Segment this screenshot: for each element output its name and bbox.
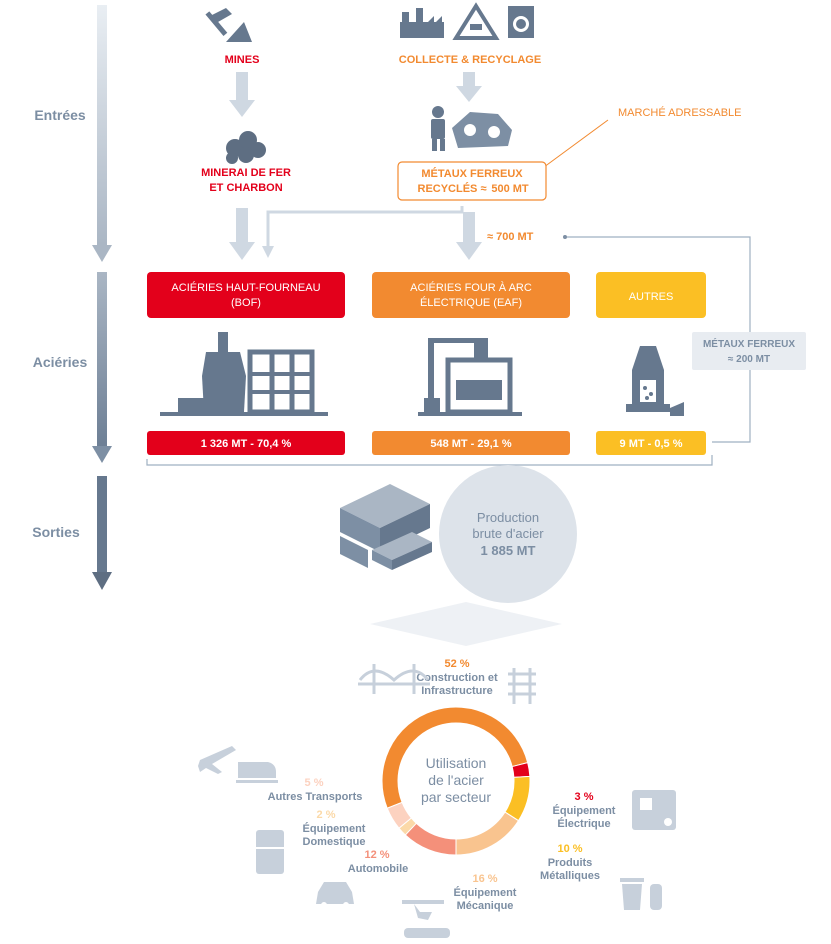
scrap-label-line1: MÉTAUX FERREUX [421,167,523,180]
eaf-plant-icon [418,338,522,416]
recycled-scrap-box [397,161,547,201]
usage-donut [381,706,531,856]
sector-pct-transport: 5 % [305,777,324,789]
eaf-header [372,272,570,318]
donut-center-line3: par secteur [421,789,491,805]
sector-name-auto-1: Automobile [348,863,409,875]
sector-pct-mechanical: 16 % [472,873,497,885]
robot-arm-icon [402,900,450,938]
trash-icon [620,878,662,910]
arrow-mines-ore [229,72,255,117]
bof-line1: ACIÉRIES HAUT-FOURNEAU [171,281,320,294]
others-header [596,272,706,318]
pickaxe-icon [205,8,252,42]
eaf-value-bar [372,431,570,455]
sector-name-metal-2: Métalliques [540,870,600,882]
market-label: MARCHÉ ADRESSABLE [618,106,741,119]
donut-center-line2: de l'acier [428,772,484,788]
worker-scrap-icon [431,106,512,151]
fridge-icon [256,830,284,874]
converter-icon [626,346,684,416]
bof-plant-icon [160,332,328,416]
arrow-scrap-bof [262,206,464,258]
sector-pct-electrical: 3 % [575,791,594,803]
flow-700-dot [563,235,567,239]
appliance-icon [632,790,676,830]
stage-label-inputs: Entrées [34,107,86,123]
bof-line2: (BOF) [231,297,261,309]
bridge-icon [358,664,430,694]
steelworks-bracket [146,455,713,466]
production-line2: brute d'acier [472,526,544,541]
eaf-line2: ÉLECTRIQUE (EAF) [420,296,522,309]
eaf-line1: ACIÉRIES FOUR À ARC [410,281,532,294]
washing-machine-icon [508,6,534,38]
sector-pct-construction: 52 % [444,658,469,670]
sector-name-mechanical-2: Mécanique [457,900,514,912]
stage-arrow-inputs [92,5,112,262]
recycle-icon [452,2,500,40]
side-scrap-box [692,332,806,370]
others-label: AUTRES [629,291,674,303]
production-value: 1 885 MT [481,543,536,558]
donut-slice-6 [386,801,413,829]
plane-icon [198,746,236,774]
sector-name-construction-1: Construction et [416,672,498,684]
sector-name-construction-2: Infrastructure [421,685,493,697]
production-line1: Production [477,510,539,525]
bof-header [147,272,345,318]
sector-name-metal-1: Produits [548,857,593,869]
eaf-value: 548 MT - 29,1 % [430,438,512,450]
scrap-label-prefix: RECYCLÉS ≈ [418,182,487,195]
collect-label: COLLECTE & RECYCLAGE [399,54,541,66]
sector-name-domestic-2: Domestique [303,836,366,848]
donut-slice-4 [404,822,457,856]
sector-pct-auto: 12 % [364,849,389,861]
factory-icon [400,8,444,38]
ore-label-line1: MINERAI DE FER [201,167,291,179]
production-circle [439,465,577,603]
stage-arrow-steelworks [92,272,112,463]
donut-slice-3 [455,811,520,856]
side-scrap-line2: ≈ 200 MT [728,354,770,365]
arrow-collect-scrap [456,72,482,102]
arrow-ore-bof [229,208,255,260]
others-value: 9 MT - 0,5 % [620,438,683,450]
sector-pct-domestic: 2 % [317,809,336,821]
side-scrap-line1: MÉTAUX FERREUX [703,337,795,350]
train-icon [236,762,278,783]
sector-pct-metal: 10 % [557,843,582,855]
stage-label-steelworks: Aciéries [33,354,88,370]
market-pointer [539,119,609,171]
stage-label-outputs: Sorties [32,524,80,540]
sector-name-domestic-1: Équipement [303,822,366,835]
rail-icon [508,668,536,704]
arrow-scrap-eaf [456,212,482,260]
ore-label-line2: ET CHARBON [209,182,282,194]
ore-rocks-icon [226,131,266,164]
bof-value: 1 326 MT - 70,4 % [201,438,292,450]
scrap-label-value: 500 MT [491,183,529,195]
sector-name-transport-1: Autres Transports [268,791,363,803]
donut-center-line1: Utilisation [426,755,487,771]
mines-label: MINES [225,54,260,66]
sector-name-mechanical-1: Équipement [454,886,517,899]
sector-name-electrical-2: Électrique [557,817,610,830]
bof-value-bar [147,431,345,455]
sector-name-electrical-1: Équipement [553,804,616,817]
usage-arrow [370,602,562,646]
steel-beams-icon [340,484,432,570]
stage-arrow-outputs [92,476,112,590]
flow-700-label: ≈ 700 MT [487,231,534,243]
others-value-bar [596,431,706,455]
car-icon [316,882,354,908]
